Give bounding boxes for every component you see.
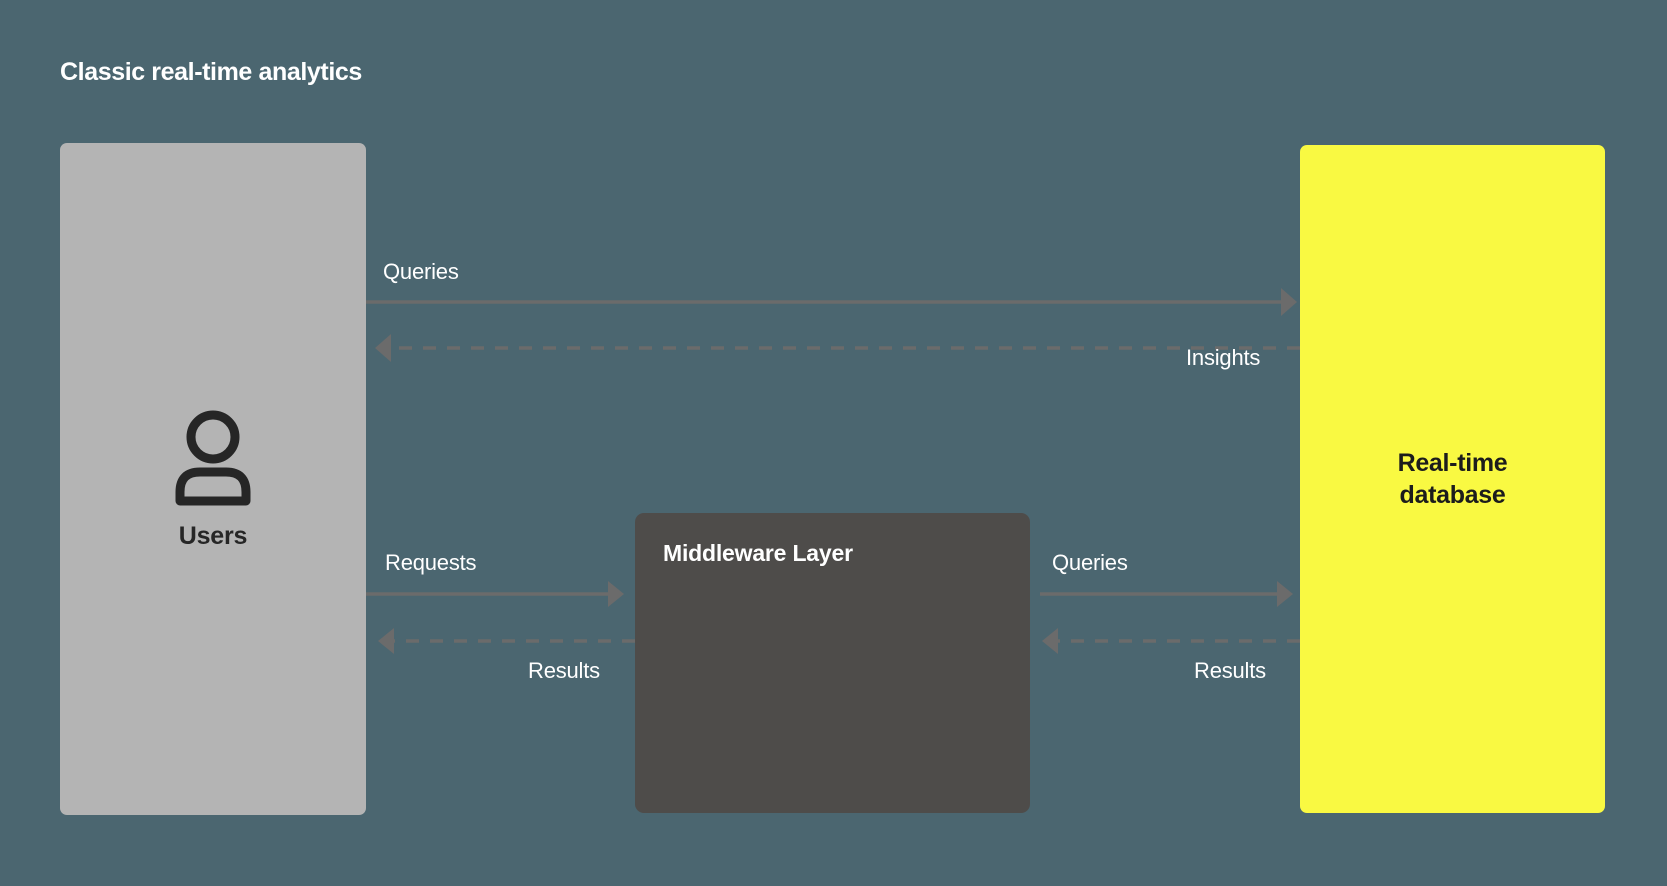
user-icon [175,410,251,505]
edge-queries-top [366,288,1297,316]
edge-label-results-left: Results [528,658,600,683]
edge-queries-bottom [1040,581,1293,607]
edge-label-requests: Requests [385,550,477,575]
edge-label-insights: Insights [1186,345,1261,370]
diagram-title: Classic real-time analytics [60,58,362,86]
users-label: Users [178,521,248,550]
database-label-line1: Real-time [1397,449,1508,477]
edge-results-right [1042,628,1300,654]
edge-requests [366,581,624,607]
database-label-line2: database [1399,481,1506,509]
edge-results-left [378,628,635,654]
edge-label-results-right: Results [1194,658,1266,683]
users-box-content: Users [60,143,366,815]
edge-insights [375,334,1300,362]
node-users: Users [60,143,366,815]
middleware-label: Middleware Layer [663,540,853,566]
node-middleware: Middleware Layer [635,513,1030,813]
database-label: Real-time database [1398,447,1508,511]
edge-label-queries-top: Queries [383,259,459,284]
node-database: Real-time database [1300,145,1605,813]
edge-label-queries-bottom: Queries [1052,550,1128,575]
database-box-content: Real-time database [1300,145,1605,813]
